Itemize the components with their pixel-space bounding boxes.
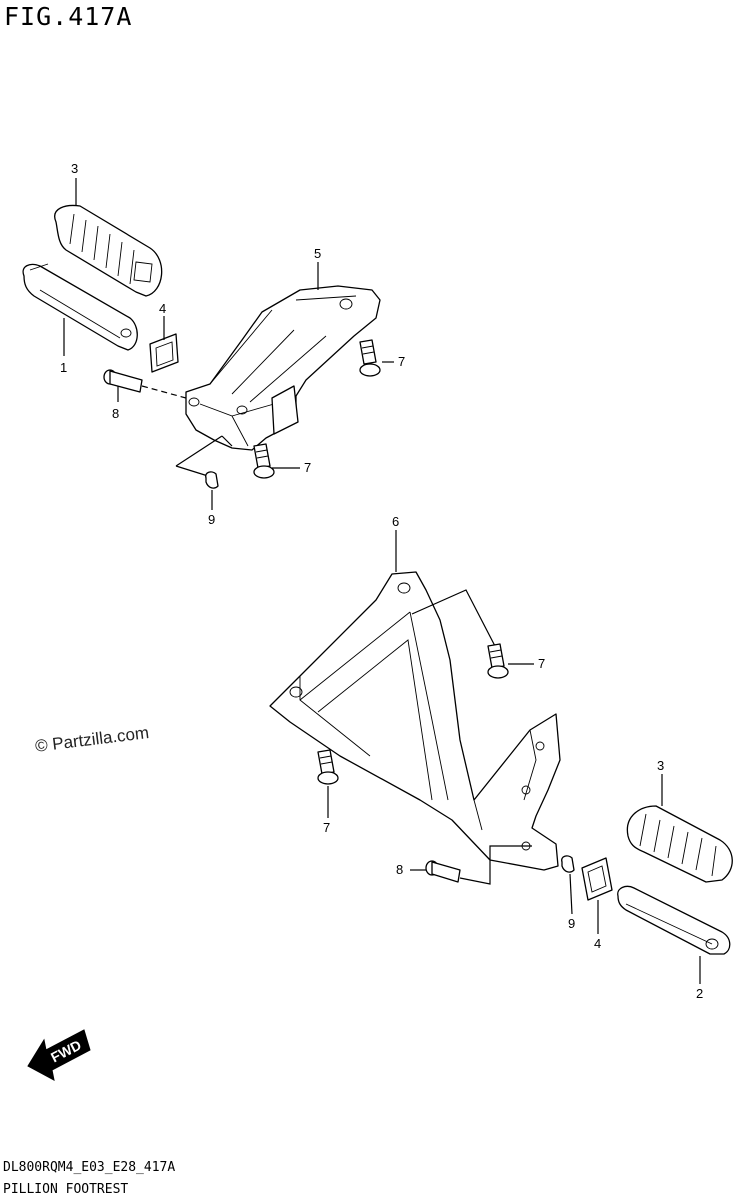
callout-7-upper-a: 7	[398, 354, 405, 369]
callout-4-lower: 4	[594, 936, 601, 951]
drawing-code: DL800RQM4_E03_E28_417A	[3, 1160, 176, 1175]
part-1-upper-footpeg	[22, 263, 138, 351]
callout-7-upper-b: 7	[304, 460, 311, 475]
callout-9-upper: 9	[208, 512, 215, 527]
part-5-upper-bracket	[175, 285, 381, 477]
part-8-upper-pin	[103, 369, 187, 399]
part-7-lower-bolt-b	[317, 749, 339, 785]
leader-lines	[63, 178, 701, 984]
part-7-upper-bolt-a	[359, 339, 381, 377]
part-7-lower-bolt-a	[487, 643, 509, 679]
part-4-lower-washer	[581, 857, 613, 901]
part-8-lower-pin	[425, 845, 532, 885]
callout-7-lower-a: 7	[538, 656, 545, 671]
part-9-upper-clip	[205, 471, 219, 489]
callout-1: 1	[60, 360, 67, 375]
callout-9-lower: 9	[568, 916, 575, 931]
callout-labels: 3 1 4 5 7 7 8 9 6 7 7 8 9 4 3 2	[60, 161, 703, 1001]
part-7-upper-bolt-b	[253, 443, 275, 479]
callout-4-upper: 4	[159, 301, 166, 316]
fwd-arrow-icon: FWD	[27, 1029, 91, 1081]
callout-8-upper: 8	[112, 406, 119, 421]
part-3-lower-footpeg-rubber	[626, 805, 733, 883]
callout-7-lower-b: 7	[323, 820, 330, 835]
part-3-upper-footpeg-rubber	[54, 204, 163, 297]
callout-6: 6	[392, 514, 399, 529]
part-2-lower-footpeg	[617, 885, 731, 955]
part-4-upper-washer	[149, 333, 179, 373]
fig-title: FIG.417A	[4, 2, 133, 31]
callout-5: 5	[314, 246, 321, 261]
callout-3-upper: 3	[71, 161, 78, 176]
figure-caption: PILLION FOOTREST	[3, 1182, 129, 1197]
callout-3-lower: 3	[657, 758, 664, 773]
callout-2: 2	[696, 986, 703, 1001]
callout-8-lower: 8	[396, 862, 403, 877]
part-6-lower-bracket	[269, 571, 561, 871]
part-9-lower-clip	[561, 855, 575, 873]
